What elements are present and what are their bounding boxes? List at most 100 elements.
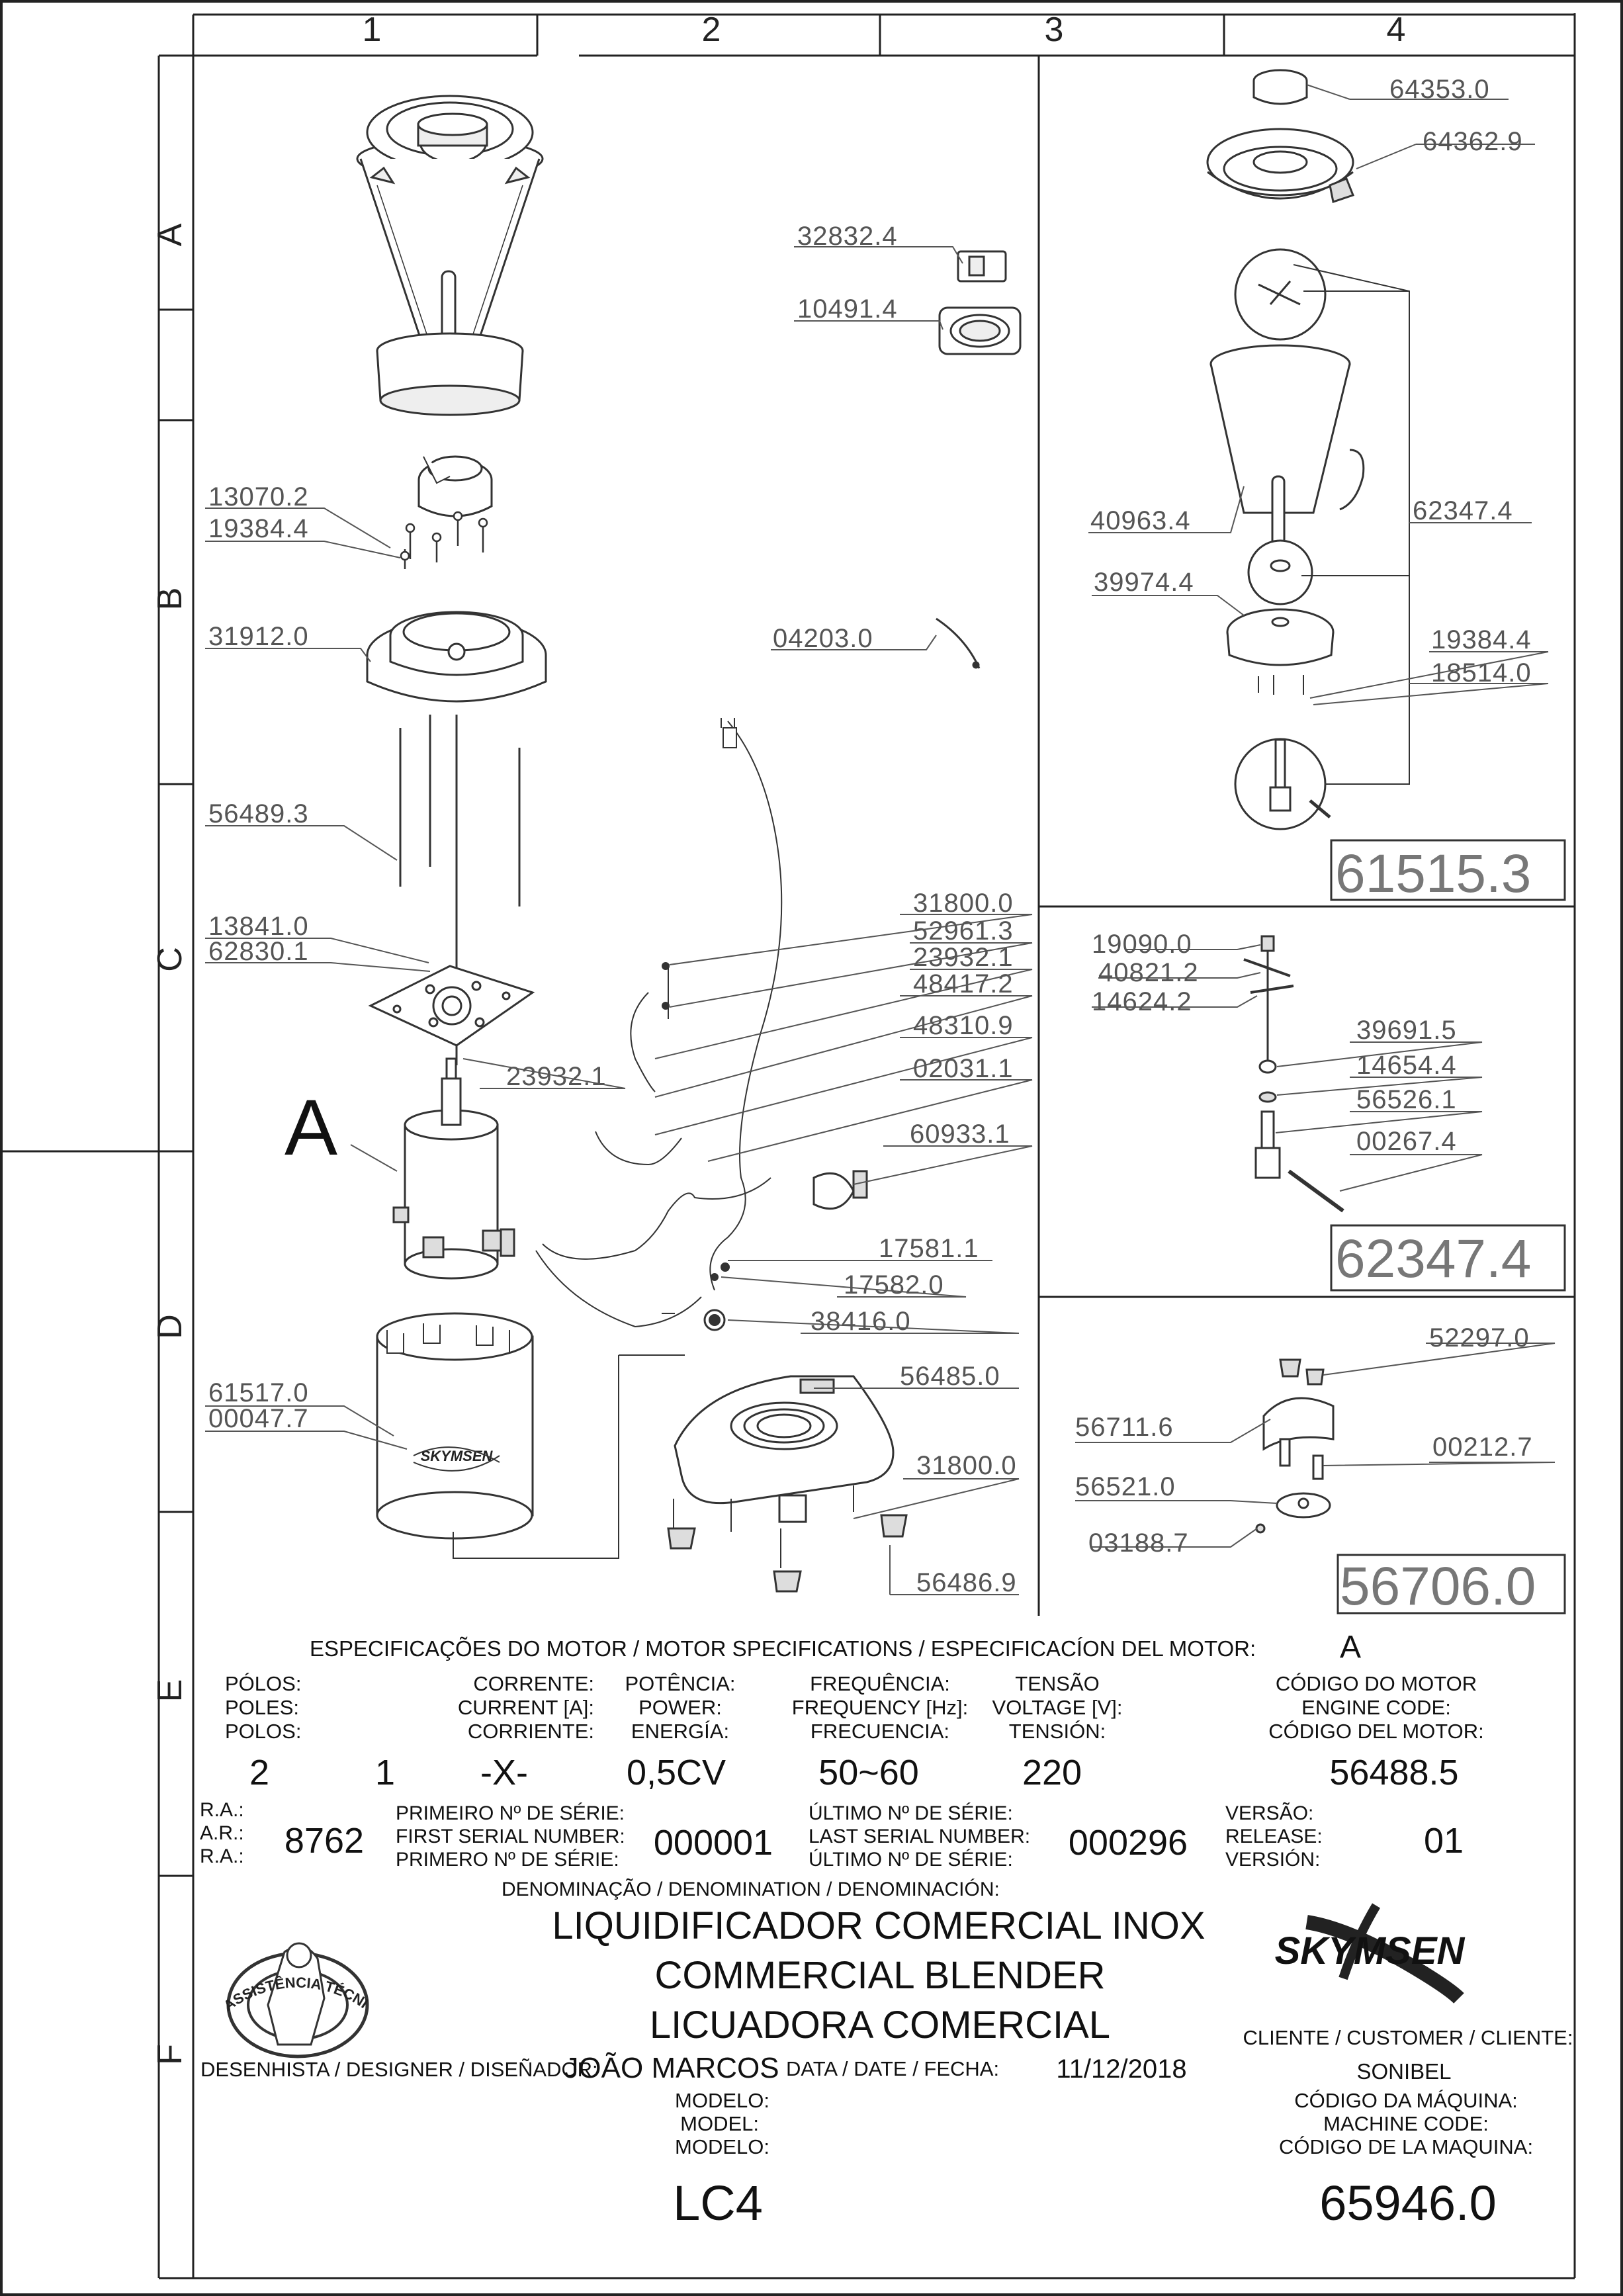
poles-label: POLOS: xyxy=(225,1720,301,1743)
part-label: 23932.1 xyxy=(913,943,1014,972)
assembly-code-label: 61515.3 xyxy=(1335,844,1531,904)
part-label: 19090.0 xyxy=(1092,930,1192,959)
machine-code-label: CÓDIGO DA MÁQUINA: xyxy=(1294,2089,1518,2112)
current-label: CORRIENTE: xyxy=(468,1720,594,1743)
part-label: 31800.0 xyxy=(916,1451,1017,1480)
model-value: LC4 xyxy=(673,2176,763,2230)
customer-label: CLIENTE / CUSTOMER / CLIENTE: xyxy=(1243,2026,1573,2049)
engine-code-label: CÓDIGO DEL MOTOR: xyxy=(1268,1720,1484,1743)
part-label: 10491.4 xyxy=(797,294,898,324)
part-label: 62830.1 xyxy=(208,937,309,966)
voltage-value: 220 xyxy=(1022,1753,1082,1792)
frequency-label: FRECUENCIA: xyxy=(811,1720,949,1743)
base-outline-guide xyxy=(453,1354,685,1559)
voltage-label: TENSIÓN: xyxy=(1009,1720,1106,1743)
ra-label: R.A.: xyxy=(200,1845,244,1867)
version-label: VERSIÓN: xyxy=(1225,1849,1320,1871)
current-label: CURRENT [A]: xyxy=(458,1696,594,1719)
part-label: 48310.9 xyxy=(913,1011,1014,1040)
version-value: 01 xyxy=(1424,1821,1464,1861)
specs-header-value: A xyxy=(1340,1630,1361,1665)
power-label: ENERGÍA: xyxy=(631,1720,729,1743)
power-value: 0,5CV xyxy=(627,1753,726,1792)
ra-label: R.A.: xyxy=(200,1799,244,1821)
part-label: 60933.1 xyxy=(910,1120,1010,1149)
part-label: 00047.7 xyxy=(208,1404,309,1433)
part-label: 14654.4 xyxy=(1356,1051,1457,1080)
part-label: 14624.2 xyxy=(1092,987,1192,1016)
part-label: 23932.1 xyxy=(506,1062,607,1091)
part-label: 48417.2 xyxy=(913,969,1014,998)
blender-jar xyxy=(356,95,544,416)
designer-value: JOÃO MARCOS xyxy=(564,2051,779,2084)
model-label: MODEL: xyxy=(680,2112,759,2135)
part-label: 56526.1 xyxy=(1356,1085,1457,1114)
coupling-part xyxy=(417,455,493,517)
poles-value: 2 xyxy=(249,1753,269,1792)
specs-header: ESPECIFICAÇÕES DO MOTOR / MOTOR SPECIFIC… xyxy=(310,1636,1256,1661)
part-label: 40821.2 xyxy=(1098,958,1199,987)
frequency-value: 50~60 xyxy=(818,1753,919,1792)
ra-value: 8762 xyxy=(285,1821,364,1861)
model-label: MODELO: xyxy=(675,2135,769,2158)
product-name-en: COMMERCIAL BLENDER xyxy=(654,1954,1105,1997)
part-label: 64362.9 xyxy=(1423,127,1523,156)
motor-marker: A xyxy=(285,1083,337,1172)
ra-label: A.R.: xyxy=(200,1822,244,1844)
version-label: VERSÃO: xyxy=(1225,1802,1313,1824)
version-label: RELEASE: xyxy=(1225,1826,1323,1847)
first-serial-label: FIRST SERIAL NUMBER: xyxy=(396,1826,625,1847)
leader-lines xyxy=(205,84,1556,1595)
grid-col-4: 4 xyxy=(1387,11,1406,49)
screws-set xyxy=(400,511,488,569)
motor-housing: SKYMSEN xyxy=(376,1312,534,1540)
part-label: 52297.0 xyxy=(1429,1323,1530,1352)
grid-row-f: F xyxy=(151,2044,189,2065)
last-serial-label: ÚLTIMO Nº DE SÉRIE: xyxy=(809,1849,1013,1871)
poles-label: PÓLOS: xyxy=(225,1672,301,1695)
coupling-assembly-detail xyxy=(1255,1358,1566,1614)
small-parts xyxy=(936,250,1022,669)
part-label: 03188.7 xyxy=(1088,1528,1189,1558)
part-label: 17582.0 xyxy=(844,1270,944,1300)
current-amps-value: 1 xyxy=(375,1753,395,1792)
grid-row-d: D xyxy=(151,1314,189,1339)
last-serial-value: 000296 xyxy=(1069,1823,1188,1863)
motor xyxy=(392,1057,515,1280)
assembly-code-label: 56706.0 xyxy=(1340,1556,1536,1616)
part-label: 13841.0 xyxy=(208,912,309,941)
part-label: 56489.3 xyxy=(208,799,309,828)
part-label: 56486.9 xyxy=(916,1568,1017,1597)
customer-value: SONIBEL xyxy=(1356,2059,1451,2084)
power-label: POWER: xyxy=(638,1696,722,1719)
part-label: 31800.0 xyxy=(913,889,1014,918)
part-label: 00267.4 xyxy=(1356,1127,1457,1156)
part-label: 40963.4 xyxy=(1090,506,1191,535)
motor-specifications: ESPECIFICAÇÕES DO MOTOR / MOTOR SPECIFIC… xyxy=(225,1630,1484,1792)
part-label: 56521.0 xyxy=(1075,1472,1176,1501)
part-label: 39691.5 xyxy=(1356,1016,1457,1045)
part-label: 04203.0 xyxy=(773,624,873,653)
engine-code-value: 56488.5 xyxy=(1329,1753,1458,1792)
machine-code-value: 65946.0 xyxy=(1319,2176,1497,2230)
model-label: MODELO: xyxy=(675,2089,769,2112)
fuse-holder xyxy=(812,1170,868,1210)
part-label: 61517.0 xyxy=(208,1378,309,1407)
machine-code-label: MACHINE CODE: xyxy=(1323,2112,1489,2135)
part-label: 56485.0 xyxy=(900,1362,1000,1391)
product-name-pt: LIQUIDIFICADOR COMERCIAL INOX xyxy=(552,1904,1205,1947)
jar-assembly-detail xyxy=(1206,69,1566,901)
part-label: 02031.1 xyxy=(913,1054,1014,1083)
part-label: 18514.0 xyxy=(1431,658,1532,687)
grid-row-e: E xyxy=(151,1679,189,1702)
grid-labels: 1 2 3 4 A B C D E F xyxy=(151,11,1405,2065)
denomination-label: DENOMINAÇÃO / DENOMINATION / DENOMINACIÓ… xyxy=(502,1878,1000,1900)
grid-col-1: 1 xyxy=(363,11,382,49)
part-label: 56711.6 xyxy=(1075,1413,1174,1442)
motor-plate xyxy=(368,965,535,1047)
poles-label: POLES: xyxy=(225,1696,299,1719)
seal-text: ASSISTÊNCIA TÉCNICA AUTORIZADA xyxy=(0,0,371,2014)
base xyxy=(667,1375,908,1593)
